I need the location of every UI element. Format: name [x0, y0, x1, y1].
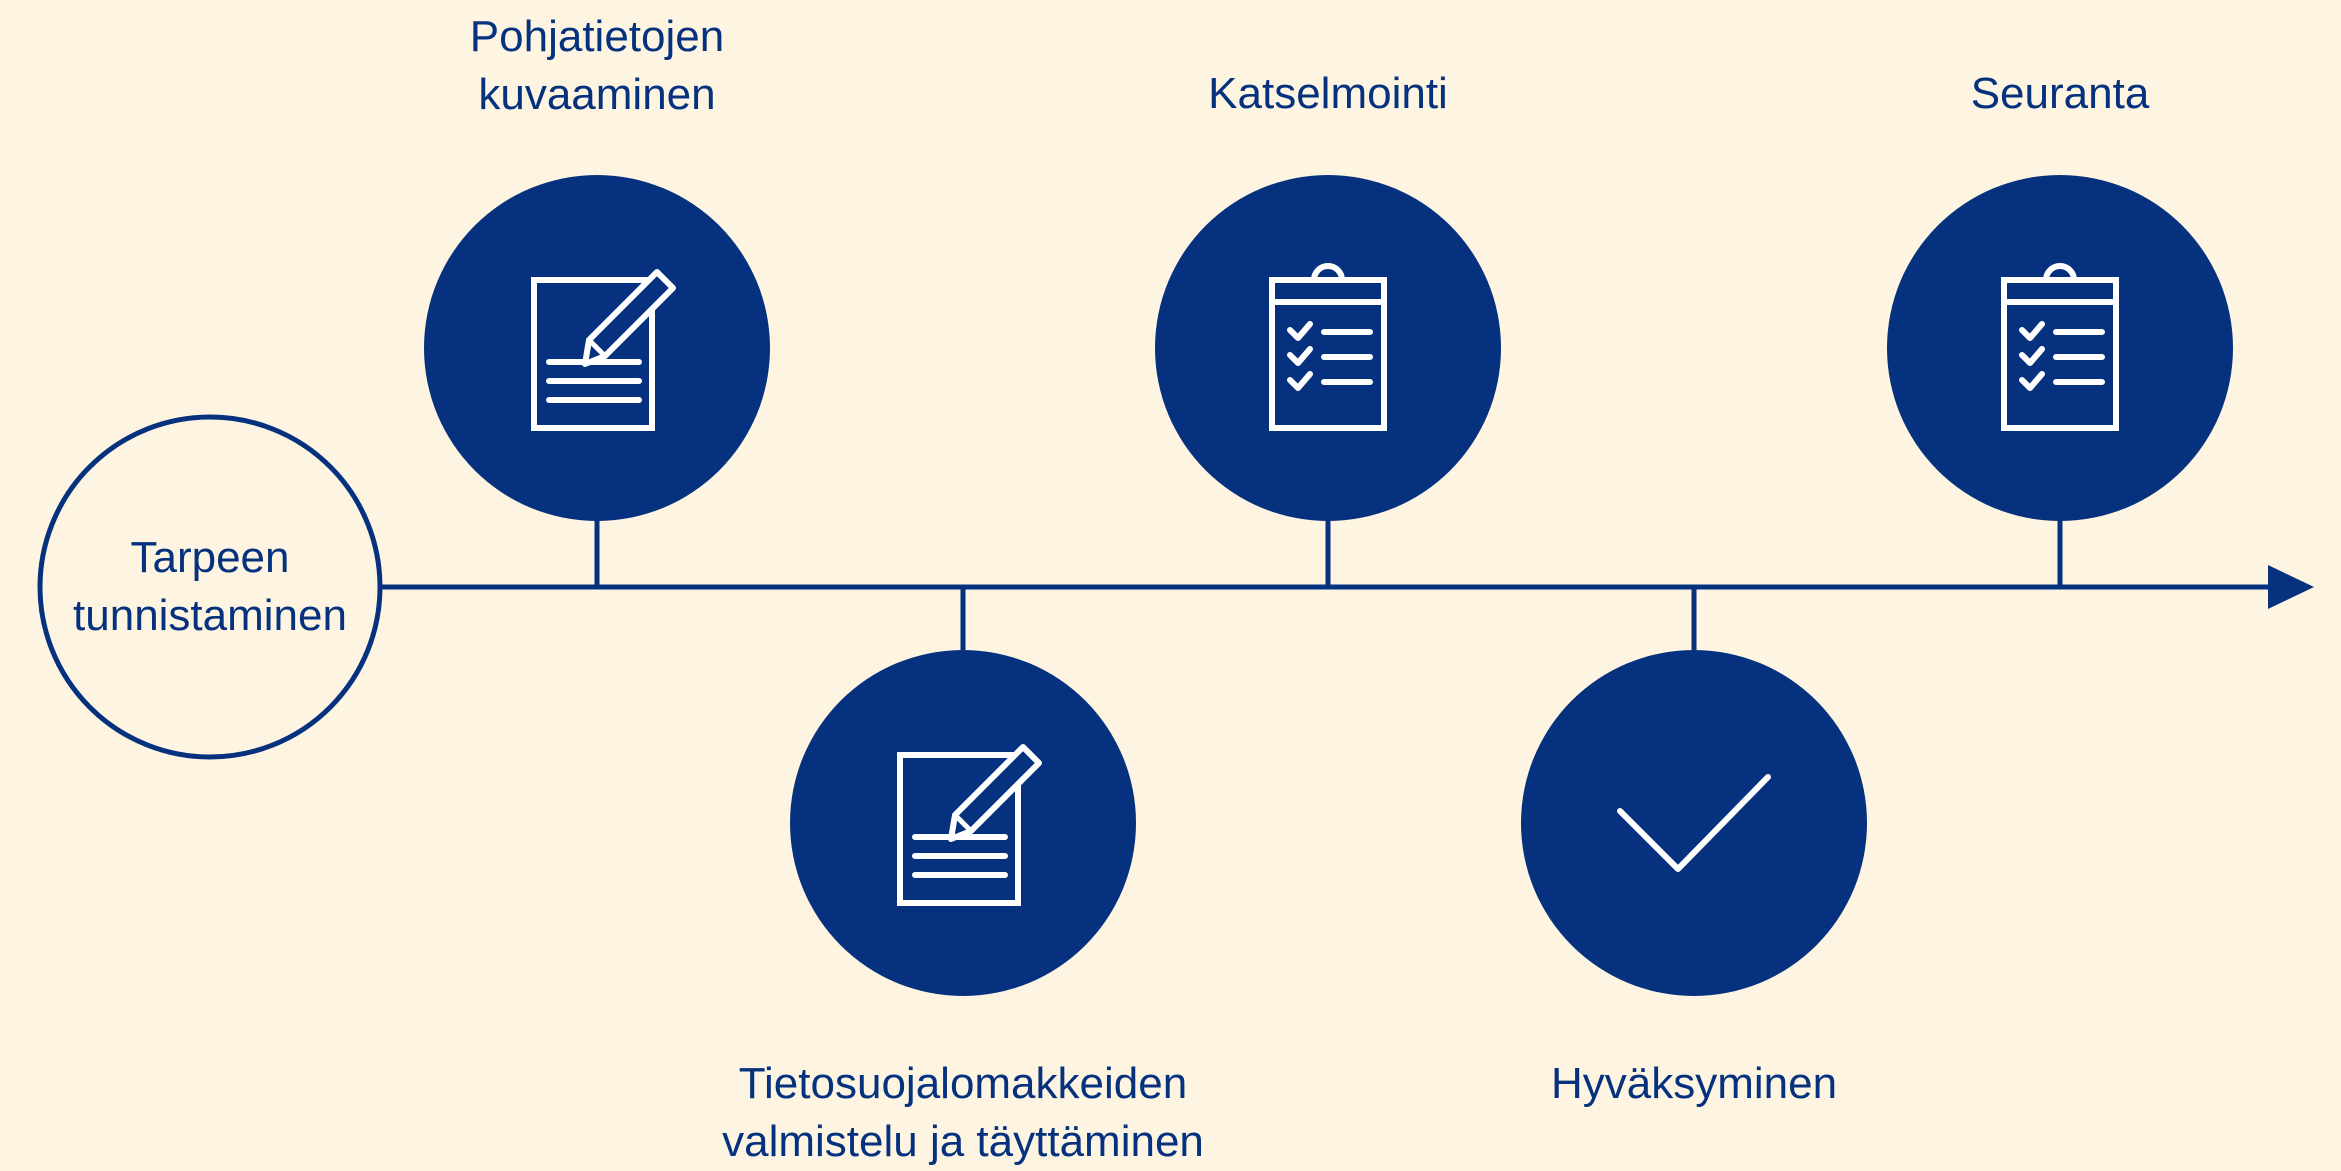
step-label-seuranta: Seuranta	[1970, 69, 2150, 118]
start-circle	[37, 414, 383, 760]
timeline-arrowhead	[2268, 565, 2314, 609]
step-hyvaksyminen	[1521, 587, 1867, 996]
step-pohjatietojen-kuvaaminen	[424, 175, 770, 587]
step-label-tietosuojalomakkeiden-valmistelu: Tietosuojalomakkeiden valmistelu ja täyt…	[722, 1059, 1204, 1166]
step-katselmointi	[1155, 175, 1501, 587]
step-label-katselmointi: Katselmointi	[1208, 69, 1448, 118]
start-label: Tarpeen tunnistaminen	[73, 533, 347, 640]
step-label-pohjatietojen-kuvaaminen: Pohjatietojen kuvaaminen	[469, 12, 725, 119]
step-label-hyvaksyminen: Hyväksyminen	[1550, 1059, 1838, 1108]
step-tietosuojalomakkeiden-valmistelu	[790, 587, 1136, 996]
step-seuranta	[1887, 175, 2233, 587]
